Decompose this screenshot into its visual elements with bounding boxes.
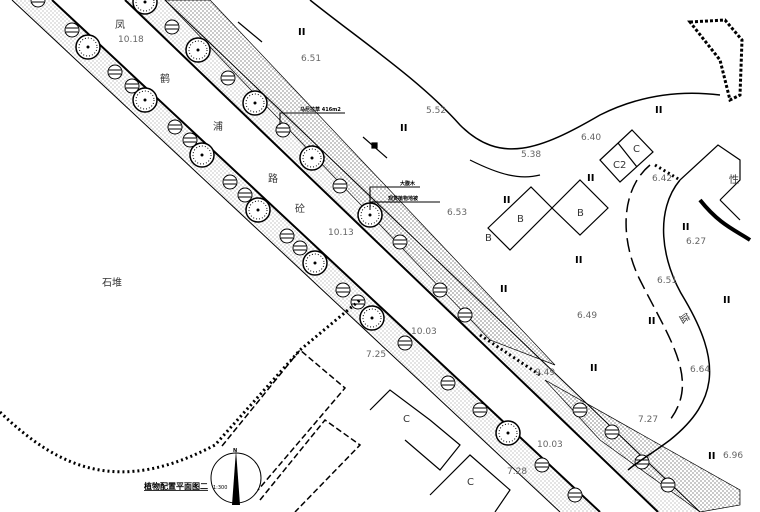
building-b-label: B: [485, 233, 492, 244]
boundary-dotted: [0, 298, 361, 474]
drawing-scale: 1:300: [213, 485, 227, 491]
zone-marks: II II II II II II II II II II II II: [298, 27, 730, 462]
svg-text:N: N: [233, 448, 237, 454]
callouts: [279, 112, 440, 210]
spot-elevation: 7.25: [366, 350, 386, 360]
building-c-label: C: [633, 144, 640, 155]
zone-mark: II: [587, 173, 594, 184]
shoreline-lower: [469, 159, 541, 178]
building-c-label: C: [403, 414, 410, 425]
spot-elevation: 7.27: [638, 415, 658, 425]
spot-elevation: 5.52: [426, 106, 446, 116]
zone-mark: II: [503, 195, 510, 206]
path-dashed-edge: [625, 164, 684, 421]
road-name-char: 鹤: [160, 72, 170, 85]
zone-mark: II: [590, 363, 597, 374]
building-c-label: C: [467, 477, 474, 488]
spot-elevation: 10.03: [537, 440, 563, 450]
spot-elevation: 10.03: [411, 327, 437, 337]
spot-elevation: 6.51: [657, 276, 677, 286]
groundcover-callout: 观赏植物地被: [388, 195, 419, 202]
north-arrow-icon: N: [210, 448, 262, 505]
zone-mark: II: [575, 255, 582, 266]
building-c2-label: C2: [613, 160, 626, 171]
dark-shrub-curve: [698, 198, 752, 242]
road-name-char: 浦: [213, 120, 223, 133]
path-solid-edge: [627, 179, 711, 471]
spot-elevation: 5.38: [521, 150, 541, 160]
zone-mark: II: [400, 123, 407, 134]
top-right-structure: [687, 18, 744, 103]
lan-label: 篮: [676, 311, 692, 326]
road-edges: [11, 0, 701, 512]
spot-elevation: 10.13: [328, 228, 354, 238]
zone-mark: II: [655, 105, 662, 116]
spot-elevation: 6.42: [652, 174, 672, 184]
building-b-label: B: [517, 214, 524, 225]
spot-elevation: 6.27: [686, 237, 706, 247]
road-name-char: 凤: [115, 19, 125, 31]
building-b-label: B: [577, 208, 584, 219]
drawing-title: 植物配置平面图二: [143, 481, 208, 491]
zone-mark: II: [682, 222, 689, 233]
spot-elevation: 7.28: [507, 467, 527, 477]
road-name-char: 路: [268, 172, 278, 185]
xing-label: 性: [729, 173, 739, 186]
street-trees-row-1: [64, 22, 583, 503]
spot-elevation: 6.53: [447, 208, 467, 218]
zone-mark: II: [723, 295, 730, 306]
spot-elevation: 10.18: [118, 35, 144, 45]
buildings: [369, 129, 741, 512]
zone-mark: II: [708, 451, 715, 462]
zone-mark: II: [298, 27, 305, 38]
double-arrow-icon: [237, 21, 388, 159]
spot-elevation: 6.51: [301, 54, 321, 64]
zone-mark: II: [648, 316, 655, 327]
road-name-char: 砼: [295, 202, 305, 215]
road-name: 凤 鹤 浦 路 砼: [115, 19, 305, 215]
lawn-callout: 马尼拉草 416m2: [300, 106, 341, 113]
spot-elevation: 6.49: [577, 311, 597, 321]
spot-elevation: 9.49: [535, 368, 555, 378]
spot-elevations: 10.18 6.51 5.52 6.40 5.38 6.42 6.53 10.1…: [118, 35, 743, 477]
spot-elevation: 6.64: [690, 365, 710, 375]
dashed-rectangles: [221, 348, 362, 512]
tree-band-right: [125, 0, 700, 512]
shoreline-curve: [309, 0, 721, 150]
stone-pile-label: 石堆: [102, 277, 122, 289]
tree-callout: 大腹木: [400, 180, 416, 187]
boundary-dotted-2: [479, 163, 681, 377]
zone-mark: II: [500, 284, 507, 295]
spot-elevation: 6.96: [723, 451, 743, 461]
spot-elevation: 6.40: [581, 133, 601, 143]
